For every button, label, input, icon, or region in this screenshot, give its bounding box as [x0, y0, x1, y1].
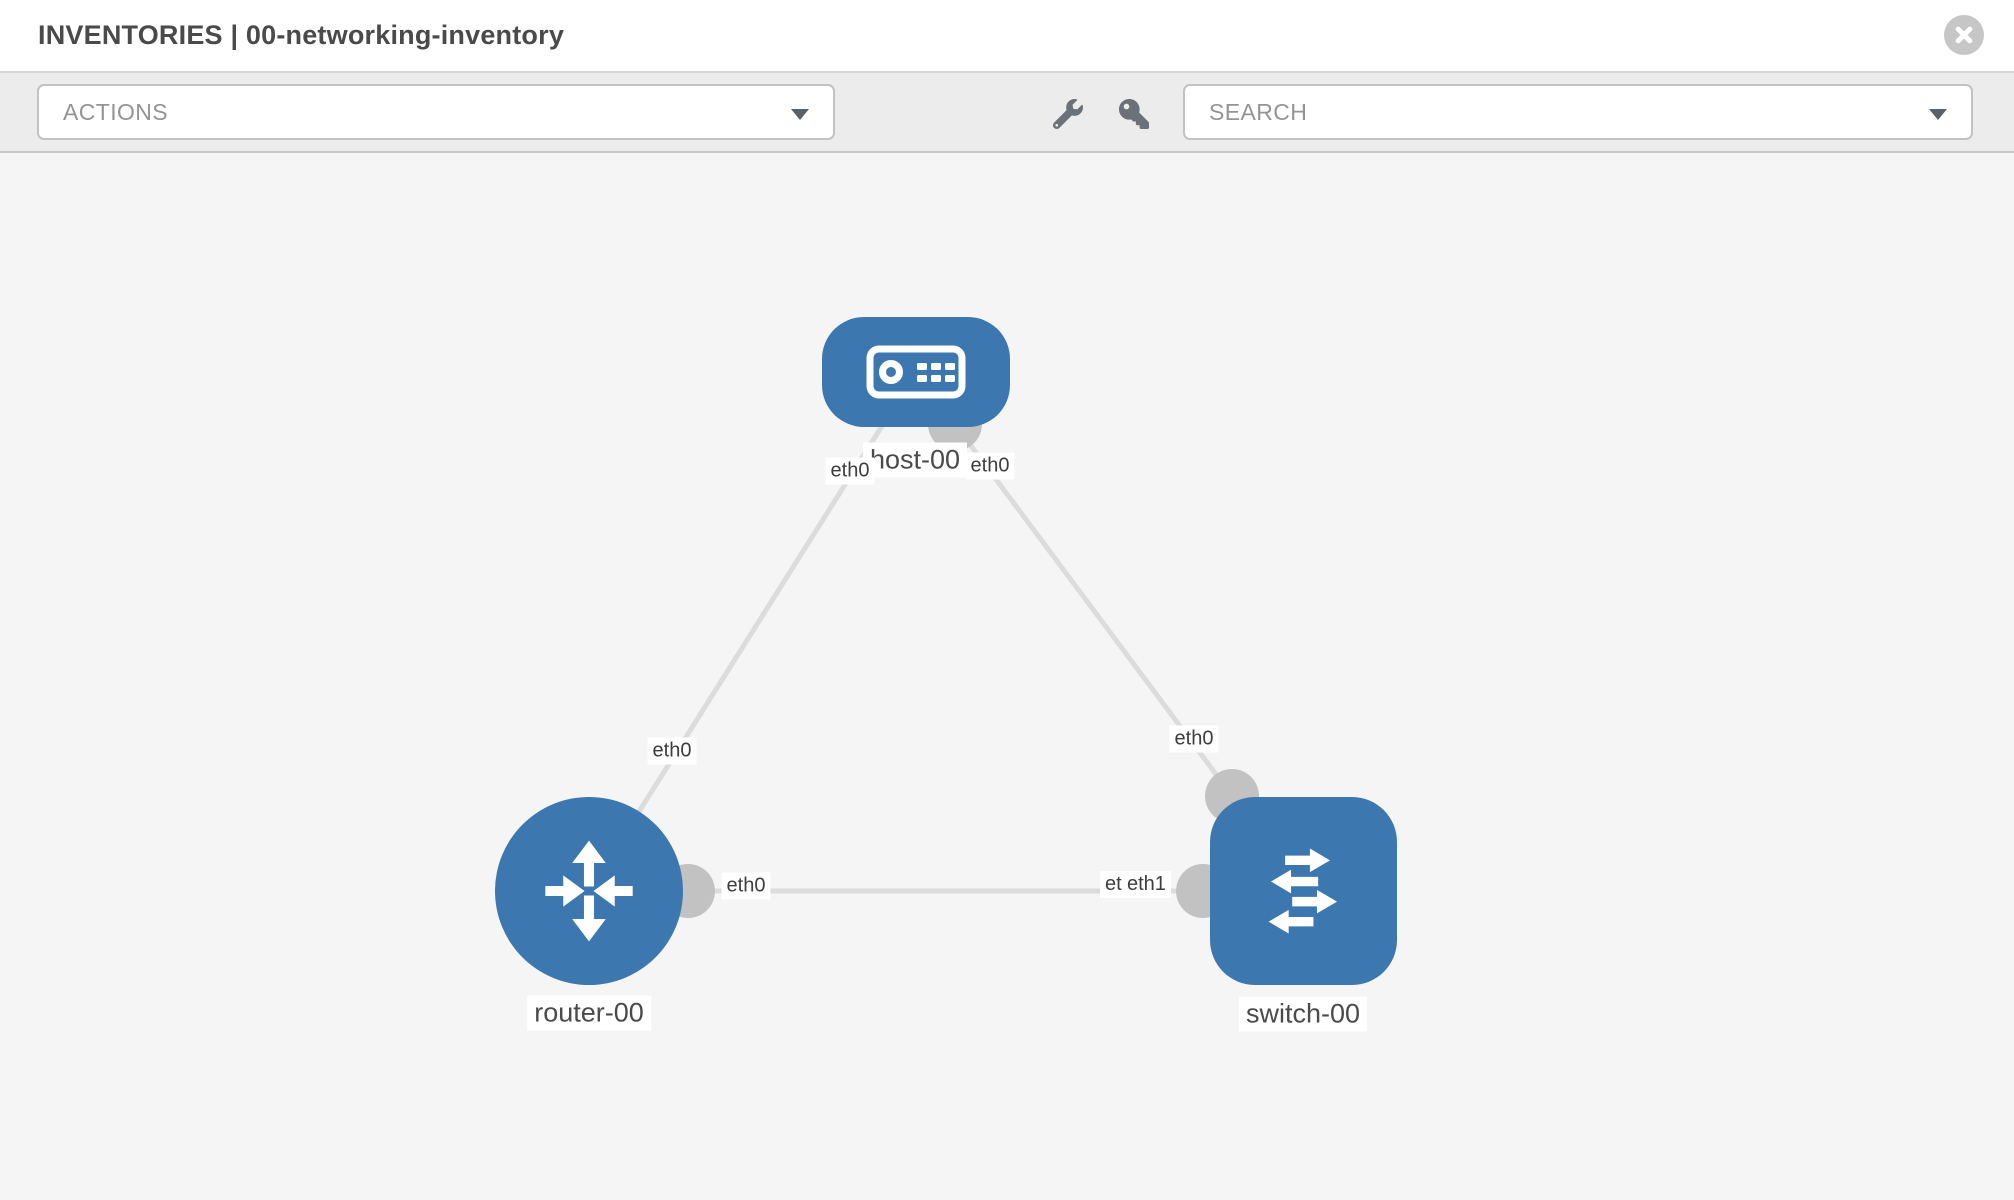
node-label-host: host-00 — [862, 442, 968, 478]
close-button[interactable] — [1944, 15, 1984, 55]
close-icon — [1955, 26, 1973, 44]
interface-label-router-eth0-right: eth0 — [721, 872, 771, 900]
header-bar: INVENTORIES | 00-networking-inventory — [0, 0, 2014, 73]
search-dropdown-label: SEARCH — [1209, 98, 1308, 125]
key-icon — [1119, 99, 1149, 129]
chevron-down-icon — [1929, 109, 1947, 120]
node-router[interactable] — [495, 797, 683, 985]
switch-icon — [1268, 848, 1337, 934]
node-host[interactable] — [822, 317, 1010, 427]
key-icon-button[interactable] — [1117, 97, 1151, 131]
interface-label-switch-eth1: eth1 — [1122, 871, 1171, 898]
interface-label-switch-eth0-uplink: eth0 — [1169, 725, 1219, 753]
actions-dropdown[interactable]: ACTIONS — [37, 84, 835, 140]
interface-label-host-eth0-right: eth0 — [965, 452, 1015, 480]
topology-canvas[interactable]: host-00 router-00 switch-00 eth0 eth0 et… — [0, 153, 2014, 1200]
node-label-switch: switch-00 — [1238, 996, 1368, 1032]
chevron-down-icon — [791, 109, 809, 120]
host-icon — [866, 345, 966, 399]
page-title: INVENTORIES | 00-networking-inventory — [38, 20, 565, 50]
interface-label-router-eth0-uplink: eth0 — [647, 737, 697, 765]
router-icon — [545, 840, 633, 942]
node-label-router: router-00 — [527, 995, 651, 1031]
actions-dropdown-label: ACTIONS — [63, 98, 169, 125]
toolbar: ACTIONS SEARCH — [0, 73, 2014, 153]
interface-label-host-eth0-left: eth0 — [825, 457, 875, 485]
search-dropdown[interactable]: SEARCH — [1183, 84, 1973, 140]
node-switch[interactable] — [1210, 797, 1397, 985]
wrench-icon-button[interactable] — [1051, 97, 1085, 131]
topology-links-layer — [586, 370, 1306, 918]
wrench-icon — [1053, 99, 1083, 129]
